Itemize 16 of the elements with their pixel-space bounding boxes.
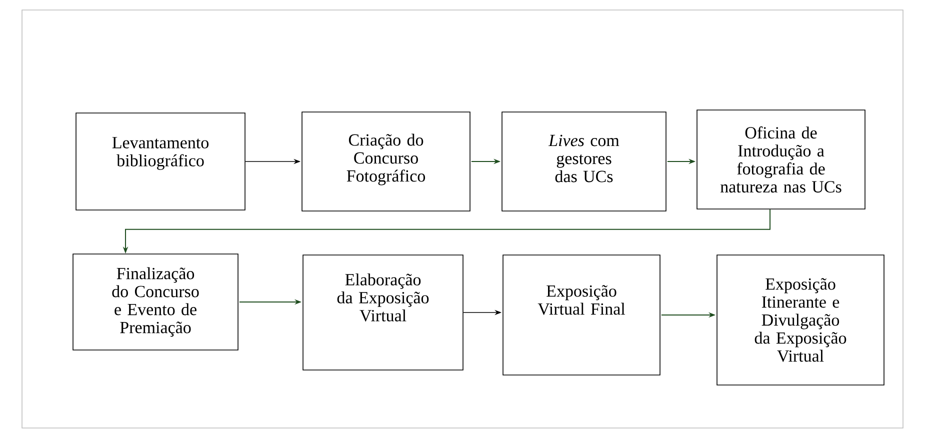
process-box [502,112,666,212]
box-text: Criação do Concurso Fotográfico [346,134,426,186]
box-text: Exposição Itinerante e Divulgação da Exposição Virtual [754,278,846,362]
box-text: Elaboração da Exposição Virtual [337,273,429,322]
process-box [502,254,660,376]
process-box [72,254,238,350]
process-box [302,112,470,212]
box-text: Finalização do Concurso e Evento de Premiação [112,267,199,337]
box-text: Exposição Virtual Final [538,285,626,315]
process-box [696,110,866,210]
process-box [76,112,246,210]
box-text: Levantamento bibliográfico [112,137,208,170]
box-text: Oficina de Introdução a fotografia de natureza nas UCs [720,126,842,193]
process-box [716,254,884,386]
process-box [302,254,464,370]
box-text: Lives com gestores das UCs [548,134,620,182]
